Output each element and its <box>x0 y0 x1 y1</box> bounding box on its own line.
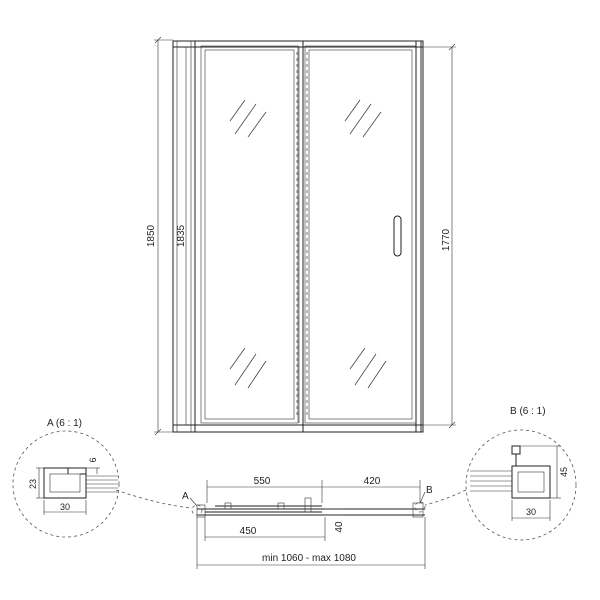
sliding-door-glass <box>308 49 413 420</box>
callout-b-label: B <box>426 485 433 496</box>
label-fixed-height: 1835 <box>176 224 187 247</box>
label-door-width: 420 <box>364 476 381 487</box>
dim-total-height: 1850 <box>146 36 173 436</box>
detail-b-circle <box>465 429 577 541</box>
label-overall-width: min 1060 - max 1080 <box>262 553 356 564</box>
label-total-height: 1850 <box>146 224 157 247</box>
dim-fixed-height: 1835 <box>176 47 187 425</box>
detail-b-title: B (6 : 1) <box>510 406 546 417</box>
callout-a-circle <box>191 504 203 516</box>
detail-a-circle <box>12 430 120 538</box>
label-opening-width: 450 <box>240 526 257 537</box>
handle-profile <box>304 497 312 513</box>
front-elevation: 1850 1835 1770 <box>146 36 456 436</box>
detail-b: B (6 : 1) 45 30 <box>465 406 577 541</box>
detail-a-height: 23 <box>28 479 38 489</box>
detail-a-title: A (6 : 1) <box>47 418 82 429</box>
door-handle <box>393 215 402 257</box>
glass-reflection-icon <box>229 99 387 389</box>
detail-b-width: 30 <box>526 507 536 517</box>
dim-door-height: 1770 <box>421 43 456 429</box>
callout-b-circle <box>414 501 426 513</box>
label-depth: 40 <box>334 521 345 533</box>
detail-b-height: 45 <box>559 467 569 477</box>
label-door-height: 1770 <box>441 228 452 251</box>
callout-a-label: A <box>182 491 189 502</box>
detail-a-gap: 6 <box>88 457 98 462</box>
label-fixed-width: 550 <box>254 476 271 487</box>
detail-a: A (6 : 1) 23 6 30 <box>12 418 120 538</box>
fixed-glass-panel <box>204 49 295 420</box>
leader-a <box>115 489 193 509</box>
plan-view: 550 420 450 40 min 1060 - max 1080 A B <box>182 476 433 569</box>
detail-a-width: 30 <box>60 502 70 512</box>
